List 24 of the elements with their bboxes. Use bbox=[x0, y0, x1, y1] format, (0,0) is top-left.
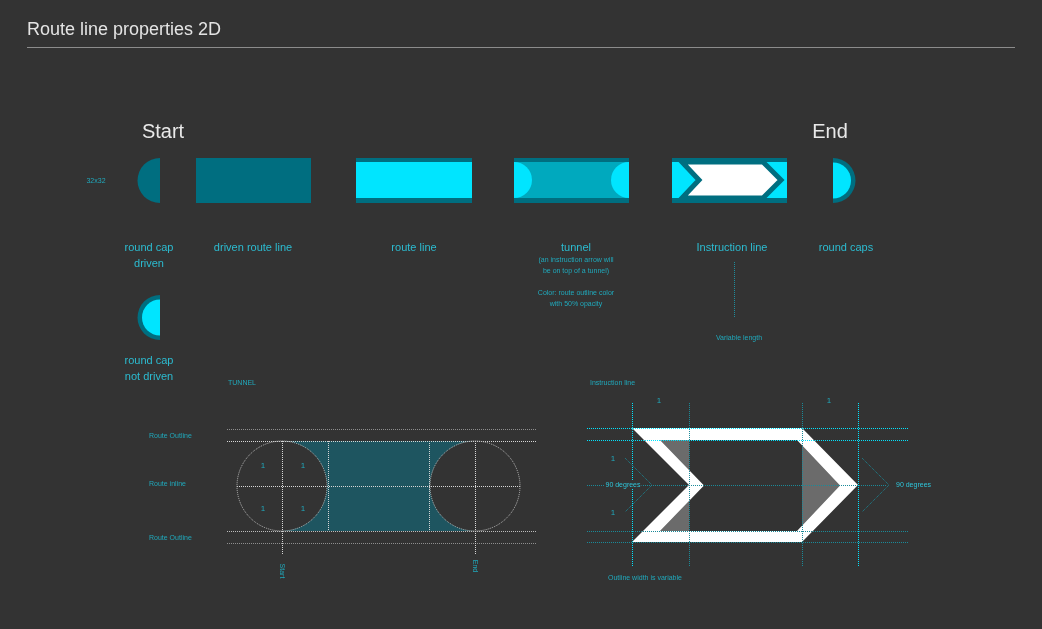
driven-route-line-bar bbox=[196, 158, 311, 203]
node-label: round cap driven bbox=[124, 240, 174, 271]
dimension-number: 1 bbox=[300, 461, 306, 471]
round-cap bbox=[833, 158, 856, 203]
tunnel-bar bbox=[514, 158, 629, 203]
dimension-number: 1 bbox=[826, 396, 832, 406]
page-title: Route line properties 2D bbox=[27, 18, 222, 40]
dimension-number: 1 bbox=[610, 508, 616, 518]
heading: Start bbox=[141, 119, 185, 143]
node-label: round caps bbox=[818, 240, 874, 254]
round-cap bbox=[137, 158, 160, 203]
heading: End bbox=[812, 119, 848, 143]
round-cap bbox=[137, 295, 160, 340]
node-label: tunnel bbox=[561, 240, 591, 254]
node-label: driven route line bbox=[213, 240, 293, 254]
dimension-number: 1 bbox=[610, 454, 616, 464]
dimension-number: 1 bbox=[656, 396, 662, 406]
dimension-number: 1 bbox=[260, 461, 266, 471]
node-label: round cap not driven bbox=[124, 353, 174, 384]
caption: Instruction line bbox=[696, 240, 768, 254]
dimension-number: 1 bbox=[260, 504, 266, 514]
dimension-number: 1 bbox=[300, 504, 306, 514]
route-line-bar bbox=[356, 158, 472, 203]
node-label: route line bbox=[391, 240, 437, 254]
